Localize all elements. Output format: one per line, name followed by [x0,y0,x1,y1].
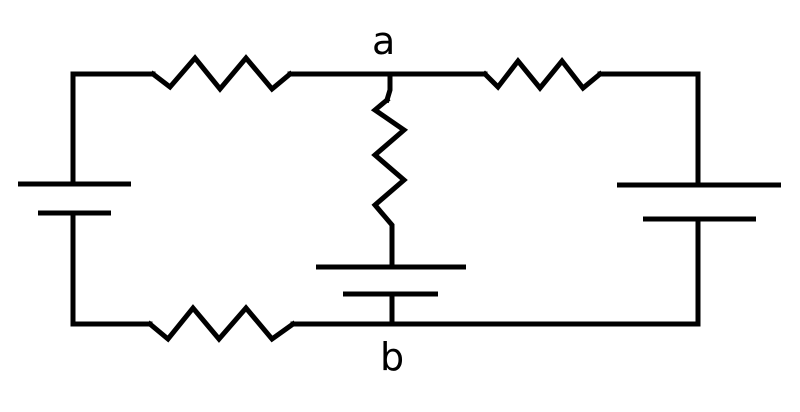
battery-e2-icon [617,182,781,222]
node-a-label: a [372,19,396,63]
middle-branch [370,71,409,327]
battery-e1-icon [18,181,131,216]
battery-e3-icon [316,264,466,297]
resistor-r4-icon [146,304,297,343]
left-wire [70,71,156,327]
top-wire [287,71,701,188]
resistor-r2-icon [481,56,604,92]
node-b-label: b [380,335,405,379]
resistor-r3-icon [370,96,409,270]
resistor-r1-icon [149,54,294,93]
right-wire [290,216,701,327]
